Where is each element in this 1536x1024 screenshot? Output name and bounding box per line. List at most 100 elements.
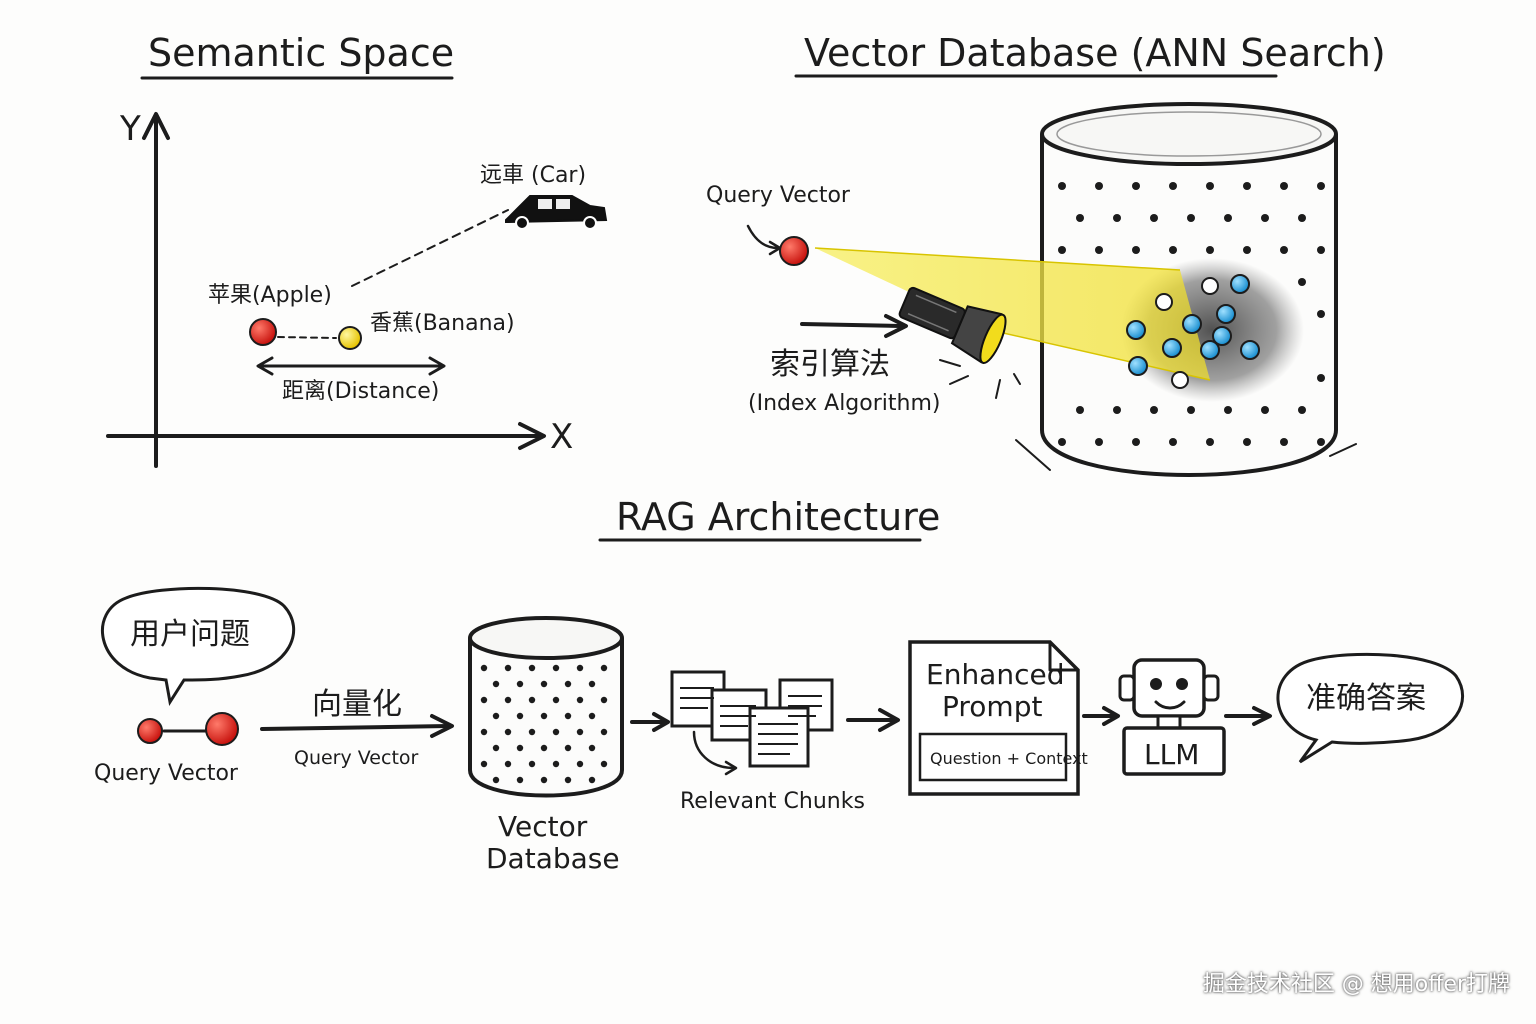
rag-database-dot (600, 664, 608, 672)
rag-database-dot (576, 664, 584, 672)
rag-database-dot (576, 760, 584, 768)
database-dot (1095, 246, 1103, 254)
ann-query-vector-point (779, 236, 809, 266)
query-vector-pointer-arrow (746, 224, 780, 250)
rag-database-dot (564, 776, 572, 784)
user-question-bubble: 用户问题 (101, 586, 295, 707)
database-dot (1298, 278, 1306, 286)
database-dot (1169, 438, 1177, 446)
y-axis-label: Y (119, 109, 141, 149)
rag-database-dot (528, 664, 536, 672)
candidate-dot (1171, 371, 1189, 389)
banana-label: 香蕉(Banana) (370, 311, 515, 336)
index-algorithm-en-label: (Index Algorithm) (748, 391, 940, 416)
rag-database-dot (564, 680, 572, 688)
nearest-neighbor-dot (1230, 274, 1250, 294)
database-dot (1058, 182, 1066, 190)
vectorize-en-label: Query Vector (294, 747, 419, 769)
vector-db-panel: Vector Database (ANN Search) Query Vecto… (706, 31, 1386, 477)
rag-database-dot (540, 744, 548, 752)
rag-database-dot (516, 680, 524, 688)
database-dot (1243, 246, 1251, 254)
rag-db-label-line1: Vector (498, 810, 588, 843)
enhanced-prompt-line1: Enhanced (926, 658, 1064, 691)
database-dot (1298, 214, 1306, 222)
llm-to-answer-arrowhead (1252, 706, 1272, 726)
rag-title: RAG Architecture (616, 495, 940, 539)
candidate-dot (1155, 293, 1173, 311)
database-dot (1317, 310, 1325, 318)
apple-label: 苹果(Apple) (208, 283, 332, 308)
rag-database-dot (576, 728, 584, 736)
database-dot (1224, 214, 1232, 222)
rag-database-dot (480, 760, 488, 768)
database-dot (1132, 438, 1140, 446)
rag-database-dot (480, 728, 488, 736)
search-beam-edges (814, 247, 1211, 381)
semantic-space-title: Semantic Space (148, 31, 454, 75)
nearest-neighbor-dot (1200, 340, 1220, 360)
distance-arrow-right-head (428, 356, 446, 376)
database-dot (1206, 246, 1214, 254)
nearest-neighbor-dot (1216, 304, 1236, 324)
database-dot (1169, 182, 1177, 190)
database-dot (1280, 246, 1288, 254)
llm-robot-icon: LLM (1118, 658, 1226, 776)
database-dot (1317, 182, 1325, 190)
index-algorithm-arrowhead (884, 314, 908, 338)
rag-database-dot (516, 712, 524, 720)
database-dot (1206, 438, 1214, 446)
x-axis-label: X (550, 417, 573, 457)
relevant-chunks-label: Relevant Chunks (680, 789, 865, 814)
nearest-neighbor-dot (1182, 314, 1202, 334)
database-dot (1095, 438, 1103, 446)
rag-panel: RAG Architecture 用户问题 Query Vector 向量化 Q… (94, 495, 1465, 875)
nearest-neighbor-dot (1162, 338, 1182, 358)
nearest-neighbor-dot (1212, 326, 1232, 346)
vector-db-title: Vector Database (ANN Search) (804, 31, 1386, 75)
rag-database-dot (564, 712, 572, 720)
candidate-dot (1201, 277, 1219, 295)
flashlight-icon (898, 286, 1007, 364)
rag-database-dot (492, 680, 500, 688)
nearest-neighbor-dot (1126, 320, 1146, 340)
rag-database-dot (552, 728, 560, 736)
rag-database-dot (576, 696, 584, 704)
apple-car-distance-line (351, 209, 509, 287)
database-dot (1317, 374, 1325, 382)
answer-bubble: 准确答案 (1276, 652, 1465, 764)
rag-query-vector-label: Query Vector (94, 761, 239, 786)
database-dot (1317, 246, 1325, 254)
rag-query-dot-small (137, 718, 163, 744)
rag-database-dot (504, 760, 512, 768)
rag-query-dot-large (205, 712, 239, 746)
question-context-box (918, 732, 1068, 782)
database-dot (1132, 246, 1140, 254)
rag-database-dot (492, 744, 500, 752)
database-dot (1243, 438, 1251, 446)
rag-database-dot (504, 664, 512, 672)
vectorize-cn-label: 向量化 (312, 687, 402, 722)
database-dots (1058, 182, 1325, 446)
y-axis-arrowhead (142, 112, 170, 140)
database-dot (1280, 438, 1288, 446)
database-dot (1317, 438, 1325, 446)
database-dot (1261, 214, 1269, 222)
rag-database-dot (552, 664, 560, 672)
car-label: 远車 (Car) (480, 163, 586, 188)
rag-database-dot (600, 760, 608, 768)
database-dot (1187, 214, 1195, 222)
rag-database-dot (588, 744, 596, 752)
rag-database-dot (528, 728, 536, 736)
answer-text: 准确答案 (1306, 681, 1426, 716)
index-algorithm-cn-label: 索引算法 (770, 347, 890, 382)
rag-database-dot (528, 696, 536, 704)
question-context-label: Question + Context (930, 749, 1088, 768)
database-dot (1280, 182, 1288, 190)
database-dot (1076, 406, 1084, 414)
rag-database-dot (504, 696, 512, 704)
ann-query-vector-label: Query Vector (706, 183, 851, 208)
distance-arrow-left-head (256, 356, 274, 376)
vectorize-arrow (260, 724, 450, 731)
